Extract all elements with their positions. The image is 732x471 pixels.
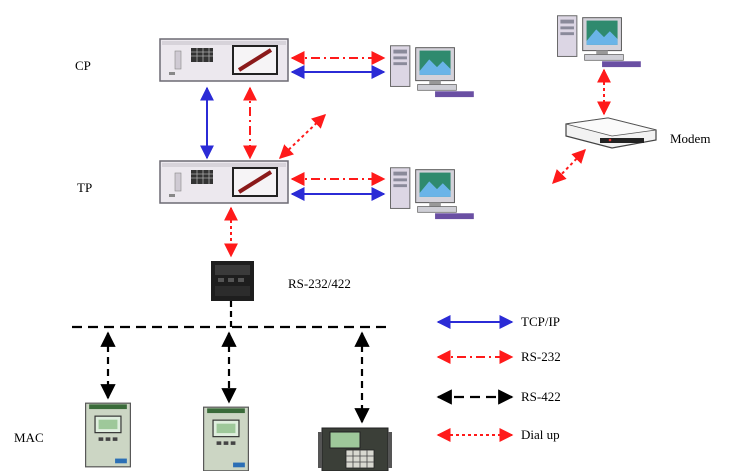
- cp-label: CP: [75, 58, 91, 73]
- legend-label-rs422: RS-422: [521, 389, 561, 404]
- rs232-422-converter: [211, 261, 254, 301]
- converter-label: RS-232/422: [288, 276, 351, 291]
- tp-label: TP: [77, 180, 93, 195]
- mac-label: MAC: [14, 430, 44, 445]
- modem-label: Modem: [670, 131, 711, 146]
- mac-device-3: [318, 427, 392, 471]
- mac-device-2: [202, 406, 250, 471]
- mac-device-1: [85, 402, 131, 468]
- tp-workstation: [390, 167, 475, 220]
- remote-workstation: [557, 15, 642, 68]
- legend-label-dialup: Dial up: [521, 427, 560, 442]
- cp-workstation: [390, 45, 475, 98]
- cp-server: [159, 38, 289, 82]
- modem-device: [565, 117, 657, 149]
- legend-label-tcpip: TCP/IP: [521, 314, 561, 329]
- tp-server: [159, 160, 289, 204]
- legend: [436, 315, 514, 442]
- legend-label-rs232: RS-232: [521, 349, 561, 364]
- dialup-link-tp: [278, 114, 327, 159]
- dialup-link-modem: [552, 148, 586, 185]
